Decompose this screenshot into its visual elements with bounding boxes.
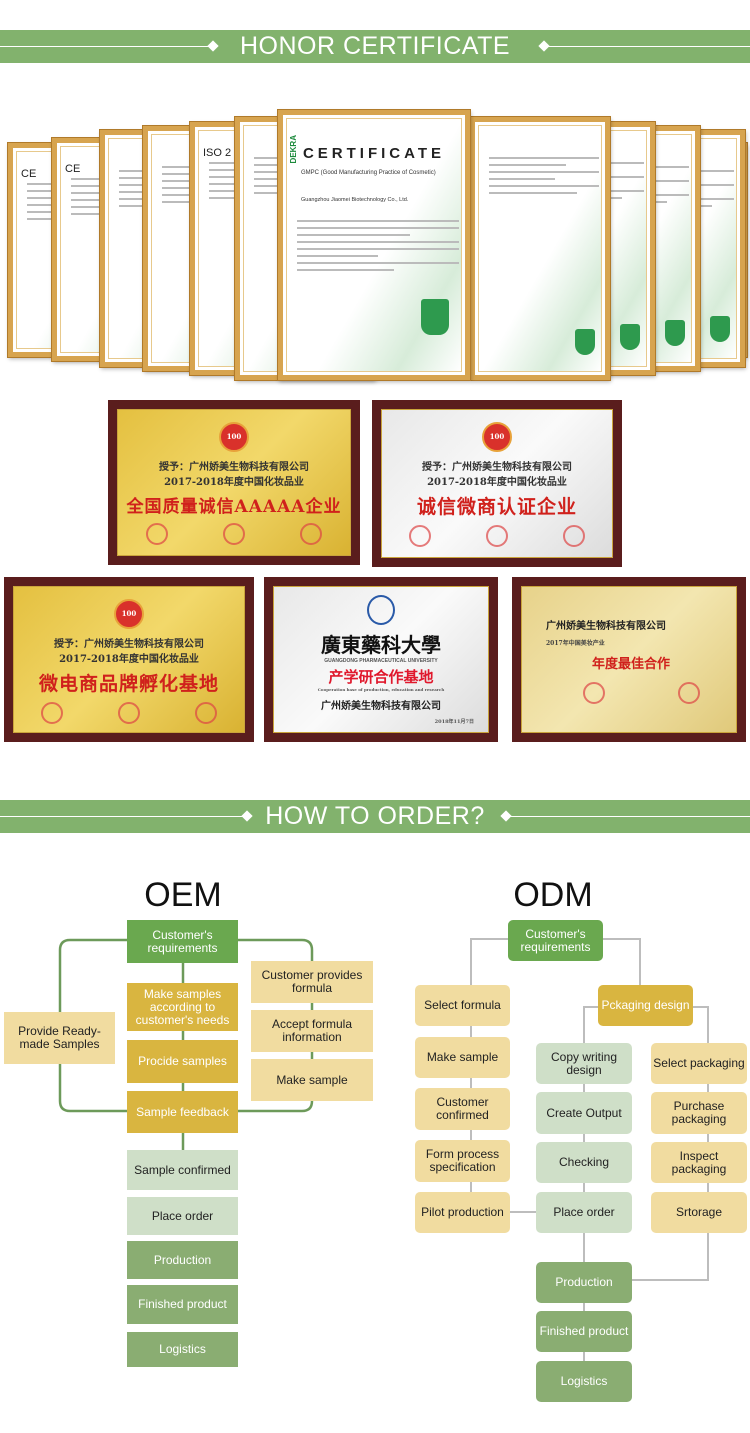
honor-title: HONOR CERTIFICATE bbox=[239, 32, 511, 60]
oem-customer-formula: Customer provides formula bbox=[251, 961, 373, 1003]
order-banner: HOW TO ORDER? bbox=[0, 800, 750, 833]
plaque-award: 微电商品牌孵化基地 bbox=[38, 673, 219, 695]
medal-icon: 100 bbox=[482, 422, 512, 452]
certificate-subtitle: GMPC (Good Manufacturing Practice of Cos… bbox=[301, 170, 436, 176]
plaque-wechat: 100 授予：广州娇美生物科技有限公司 2017-2018年度中国化妆品业 诚信… bbox=[372, 400, 622, 567]
odm-checking: Checking bbox=[536, 1142, 632, 1183]
medal-icon: 100 bbox=[219, 422, 249, 452]
plaque-award: 产学研合作基地 bbox=[328, 668, 434, 686]
odm-logistics: Logistics bbox=[536, 1361, 632, 1402]
oem-step-provide-samples: Procide samples bbox=[127, 1040, 238, 1083]
dekra-seal-icon bbox=[710, 316, 730, 342]
odm-packaging-design: Pckaging design bbox=[598, 985, 693, 1026]
oem-step-production: Production bbox=[127, 1241, 238, 1279]
odm-finished: Finished product bbox=[536, 1311, 632, 1352]
plaque-grantee: 授予：广州娇美生物科技有限公司 bbox=[159, 462, 309, 473]
odm-customer-confirmed: Customer confirmed bbox=[415, 1088, 510, 1130]
dekra-seal-icon bbox=[665, 320, 685, 346]
plaque-company: 广州娇美生物科技有限公司 bbox=[321, 701, 441, 712]
oem-step-make-samples: Make samples according to customer's nee… bbox=[127, 983, 238, 1031]
order-title: HOW TO ORDER? bbox=[265, 802, 485, 830]
university-logo-icon bbox=[367, 595, 395, 625]
oem-step-place-order: Place order bbox=[127, 1197, 238, 1235]
plaque-university: 廣東藥科大學 GUANGDONG PHARMACEUTICAL UNIVERSI… bbox=[264, 577, 498, 742]
plaque-grantee: 授予：广州娇美生物科技有限公司 bbox=[54, 639, 204, 650]
plaque-award: 诚信微商认证企业 bbox=[416, 496, 577, 518]
dekra-seal-icon bbox=[421, 299, 449, 335]
medal-icon: 100 bbox=[114, 599, 144, 629]
plaque-grantee: 授予：广州娇美生物科技有限公司 bbox=[422, 462, 572, 473]
odm-place-order: Place order bbox=[536, 1192, 632, 1233]
plaque-year: 2017-2018年度中国化妆品业 bbox=[59, 654, 199, 665]
odm-copywriting: Copy writing design bbox=[536, 1043, 632, 1084]
odm-inspect-packaging: Inspect packaging bbox=[651, 1142, 747, 1183]
certificate-card bbox=[470, 117, 610, 380]
odm-title: ODM bbox=[513, 876, 593, 914]
plaque-best-partner: 广州娇美生物科技有限公司 2017年中国美妆产业 年度最佳合作 bbox=[512, 577, 746, 742]
certificate-company: Guangzhou Jiaomei Biotechnology Co., Ltd… bbox=[301, 197, 409, 203]
plaque-date: 2018年11月7日 bbox=[434, 719, 474, 725]
oem-step-confirmed: Sample confirmed bbox=[127, 1150, 238, 1190]
certificate-side-title: CE bbox=[21, 168, 37, 180]
odm-storage: Srtorage bbox=[651, 1192, 747, 1233]
oem-accept-formula: Accept formula information bbox=[251, 1010, 373, 1052]
plaque-year: 2017-2018年度中国化妆品业 bbox=[427, 477, 567, 488]
plaque-company: 广州娇美生物科技有限公司 bbox=[546, 621, 666, 632]
odm-create-output: Create Output bbox=[536, 1092, 632, 1134]
oem-title: OEM bbox=[144, 876, 222, 914]
dekra-seal-icon bbox=[575, 329, 595, 355]
odm-select-packaging: Select packaging bbox=[651, 1043, 747, 1084]
plaque-year: 2017-2018年度中国化妆品业 bbox=[164, 477, 304, 488]
plaque-award-en: Cooperation base of production, educatio… bbox=[317, 687, 445, 692]
certificate-title: CERTIFICATE bbox=[302, 145, 446, 162]
odm-select-formula: Select formula bbox=[415, 985, 510, 1026]
oem-step-requirements: Customer's requirements bbox=[127, 920, 238, 963]
odm-make-sample: Make sample bbox=[415, 1037, 510, 1078]
odm-pilot-production: Pilot production bbox=[415, 1192, 510, 1233]
oem-step-logistics: Logistics bbox=[127, 1332, 238, 1367]
oem-make-sample: Make sample bbox=[251, 1059, 373, 1101]
odm-step-requirements: Customer's requirements bbox=[508, 920, 603, 961]
odm-production: Production bbox=[536, 1262, 632, 1303]
plaque-year: 2017年中国美妆产业 bbox=[546, 640, 605, 647]
oem-ready-made-samples: Provide Ready-made Samples bbox=[4, 1012, 115, 1064]
university-name: 廣東藥科大學 bbox=[321, 633, 441, 657]
certificate-side-title: CE bbox=[65, 163, 81, 175]
honor-banner: HONOR CERTIFICATE bbox=[0, 30, 750, 63]
plaque-award: 年度最佳合作 bbox=[592, 657, 671, 672]
oem-step-finished: Finished product bbox=[127, 1285, 238, 1324]
odm-process-spec: Form process specification bbox=[415, 1140, 510, 1182]
odm-purchase-packaging: Purchase packaging bbox=[651, 1092, 747, 1134]
plaque-incubation: 100 授予：广州娇美生物科技有限公司 2017-2018年度中国化妆品业 微电… bbox=[4, 577, 254, 742]
plaque-quality: 100 授予：广州娇美生物科技有限公司 2017-2018年度中国化妆品业 全国… bbox=[108, 400, 360, 565]
oem-step-feedback: Sample feedback bbox=[127, 1091, 238, 1133]
plaque-award: 全国质量诚信AAAAA企业 bbox=[126, 497, 342, 517]
certificate-side-title: ISO 2 bbox=[203, 147, 232, 159]
dekra-seal-icon bbox=[620, 324, 640, 350]
university-name-en: GUANGDONG PHARMACEUTICAL UNIVERSITY bbox=[324, 658, 438, 664]
